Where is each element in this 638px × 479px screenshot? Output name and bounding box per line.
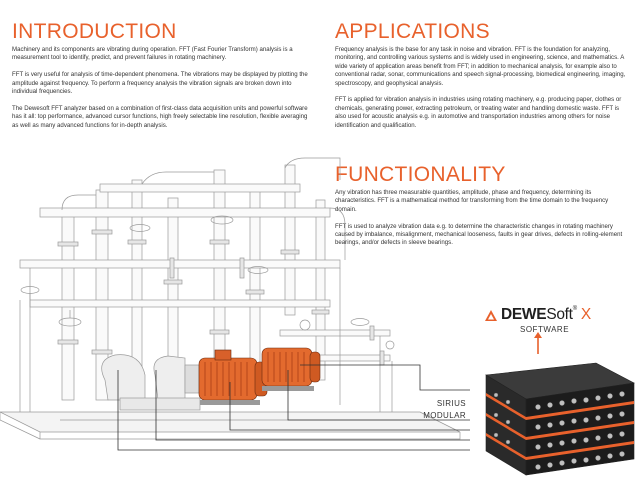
introduction-paragraph: Machinery and its components are vibrati… [12, 46, 293, 62]
introduction-paragraph: The Dewesoft FFT analyzer based on a com… [12, 104, 308, 129]
dewesoft-logo-icon [485, 310, 497, 321]
functionality-paragraph: FFT is used to analyze vibration data e.… [335, 222, 623, 247]
brand-name: DEWESoft®X [501, 306, 591, 324]
functionality-paragraph: Any vibration has three measurable quant… [335, 189, 609, 213]
brand-name-bold: DEWE [501, 306, 547, 323]
machinery-illustration [0, 157, 470, 451]
dewesoft-brand: DEWESoft®X SOFTWARE [484, 305, 624, 345]
introduction-text: Machinery and its components are vibrati… [12, 46, 308, 130]
applications-paragraph: FFT is applied for vibration analysis in… [335, 96, 622, 129]
software-label: SOFTWARE [520, 325, 570, 334]
functionality-heading: FUNCTIONALITY [335, 163, 506, 186]
applications-paragraph: Frequency analysis is the base for any t… [335, 46, 626, 87]
brand-name-thin: Soft [546, 306, 573, 323]
applications-text: Frequency analysis is the base for any t… [335, 46, 631, 130]
sirius-label-line: MODULAR [423, 411, 466, 420]
sirius-modular-hardware [485, 362, 635, 476]
arrow-up-icon [534, 332, 542, 354]
introduction-heading: INTRODUCTION [12, 20, 177, 43]
introduction-paragraph: FFT is very useful for analysis of time-… [12, 71, 308, 96]
applications-heading: APPLICATIONS [335, 20, 490, 43]
sirius-label-line: SIRIUS [436, 399, 466, 408]
functionality-text: Any vibration has three measurable quant… [335, 189, 629, 248]
sirius-modular-label: SIRIUS MODULAR [418, 398, 466, 422]
motor-orange [198, 347, 321, 405]
registered-mark: ® [572, 306, 577, 312]
brand-suffix: X [580, 306, 591, 323]
